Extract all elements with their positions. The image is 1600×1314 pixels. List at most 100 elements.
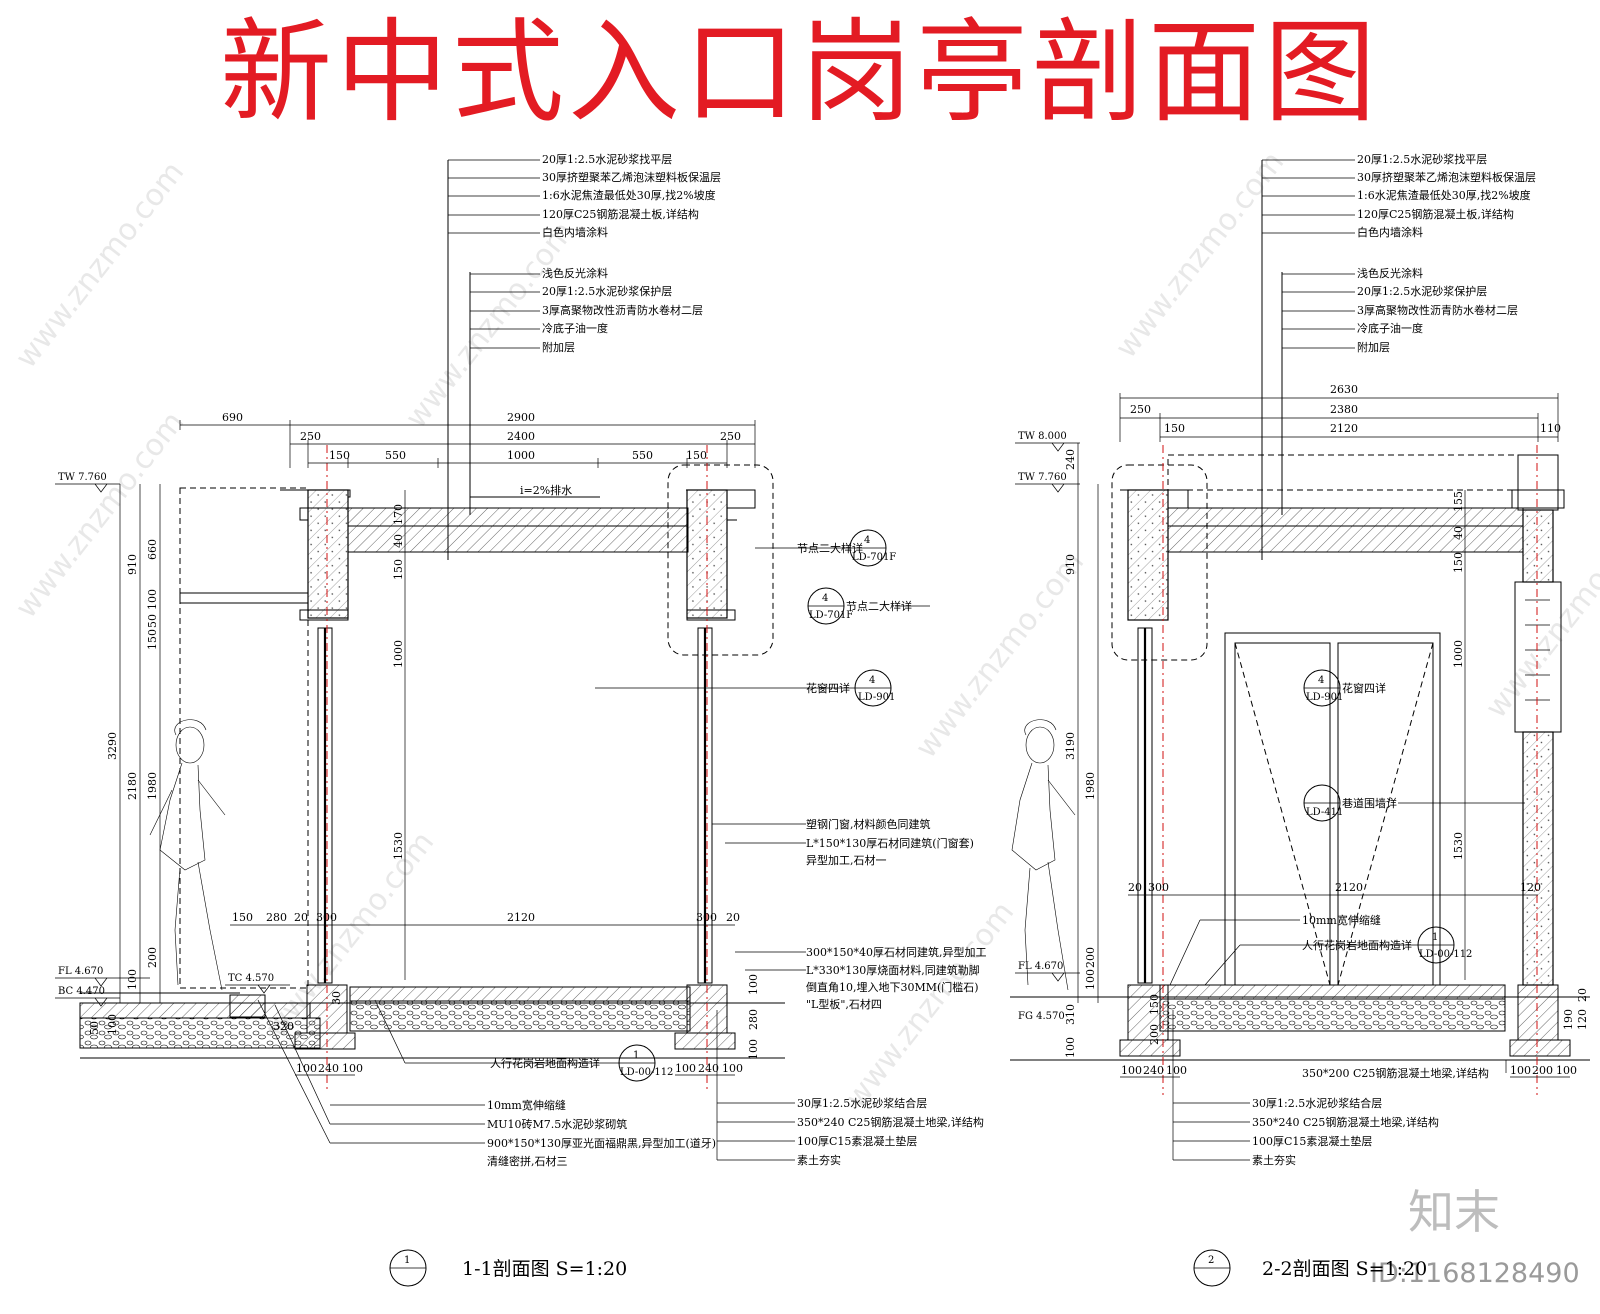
svg-text:LD-701F: LD-701F <box>809 610 853 621</box>
svg-text:100: 100 <box>106 1014 119 1035</box>
parapet-notes-1: 浅色反光涂料 20厚1:2.5水泥砂浆保护层 3厚高聚物改性沥青防水卷材二层 冷… <box>470 266 703 354</box>
watermark-text: www.znzmo.com <box>909 545 1091 765</box>
svg-text:1000: 1000 <box>392 640 405 668</box>
svg-text:BC 4.470: BC 4.470 <box>58 986 105 997</box>
svg-text:1980: 1980 <box>146 772 159 800</box>
image-id: ID:1168128490 <box>1370 1258 1580 1289</box>
svg-text:240: 240 <box>1064 449 1077 470</box>
svg-text:FG 4.570: FG 4.570 <box>1018 1011 1065 1022</box>
caption-2-2: 2-2剖面图 S=1:20 <box>1262 1258 1427 1280</box>
svg-text:40: 40 <box>1452 526 1465 540</box>
svg-text:4: 4 <box>864 535 870 546</box>
svg-text:4: 4 <box>822 593 828 604</box>
svg-text:100: 100 <box>342 1062 363 1075</box>
svg-text:3厚高聚物改性沥青防水卷材二层: 3厚高聚物改性沥青防水卷材二层 <box>1357 303 1518 317</box>
svg-text:LD-901: LD-901 <box>1306 692 1343 703</box>
svg-text:350*240 C25钢筋混凝土地梁,详结构: 350*240 C25钢筋混凝土地梁,详结构 <box>797 1115 984 1129</box>
svg-text:10mm宽伸缩缝: 10mm宽伸缩缝 <box>487 1098 566 1112</box>
svg-text:240: 240 <box>1143 1064 1164 1077</box>
parapet-note: 20厚1:2.5水泥砂浆保护层 <box>542 284 672 298</box>
svg-text:FL 4.670: FL 4.670 <box>1018 961 1063 972</box>
svg-text:120: 120 <box>1576 1009 1589 1030</box>
parapet-note: 3厚高聚物改性沥青防水卷材二层 <box>542 303 703 317</box>
svg-text:240: 240 <box>698 1062 719 1075</box>
roof-note: 1:6水泥焦渣最低处30厚,找2%坡度 <box>542 188 716 202</box>
svg-text:1000: 1000 <box>507 449 535 462</box>
svg-text:200: 200 <box>146 947 159 968</box>
svg-text:LD-00-112: LD-00-112 <box>620 1067 673 1078</box>
svg-text:浅色反光涂料: 浅色反光涂料 <box>1357 266 1423 280</box>
svg-text:100: 100 <box>1556 1064 1577 1077</box>
svg-text:4: 4 <box>869 675 875 686</box>
top-dims-2: 2630 250 2380 150 2120 110 <box>1119 383 1561 442</box>
svg-text:910: 910 <box>126 554 139 575</box>
svg-text:100: 100 <box>747 974 760 995</box>
svg-text:100: 100 <box>126 969 139 990</box>
svg-text:清缝密拼,石材三: 清缝密拼,石材三 <box>487 1154 568 1168</box>
svg-text:150: 150 <box>686 449 707 462</box>
svg-text:FL 4.670: FL 4.670 <box>58 966 103 977</box>
svg-text:320: 320 <box>273 1020 294 1033</box>
svg-text:1: 1 <box>1432 932 1438 943</box>
svg-text:100: 100 <box>1166 1064 1187 1077</box>
svg-text:异型加工,石材一: 异型加工,石材一 <box>806 853 887 867</box>
svg-text:20厚1:2.5水泥砂浆保护层: 20厚1:2.5水泥砂浆保护层 <box>1357 284 1487 298</box>
svg-text:110: 110 <box>1540 422 1561 435</box>
svg-text:190: 190 <box>1562 1009 1575 1030</box>
svg-text:155: 155 <box>1452 491 1465 512</box>
svg-text:120: 120 <box>1520 881 1541 894</box>
svg-text:30厚1:2.5水泥砂浆结合层: 30厚1:2.5水泥砂浆结合层 <box>1252 1096 1382 1110</box>
svg-text:40: 40 <box>392 534 405 548</box>
svg-text:3190: 3190 <box>1064 732 1077 760</box>
svg-text:2180: 2180 <box>126 772 139 800</box>
svg-text:200: 200 <box>1148 1024 1161 1045</box>
svg-text:250: 250 <box>720 430 741 443</box>
svg-text:300: 300 <box>316 911 337 924</box>
svg-text:50: 50 <box>146 614 159 628</box>
svg-text:30: 30 <box>330 991 343 1005</box>
svg-text:1: 1 <box>404 1255 410 1266</box>
svg-text:250: 250 <box>1130 403 1151 416</box>
svg-text:3290: 3290 <box>106 732 119 760</box>
bottom-notes-2: 30厚1:2.5水泥砂浆结合层 350*240 C25钢筋混凝土地梁,详结构 1… <box>1172 1010 1439 1167</box>
inner-dims-1: 170 40 150 1000 1530 <box>392 490 406 980</box>
roof-notes-1: 20厚1:2.5水泥砂浆找平层 30厚挤塑聚苯乙烯泡沫塑料板保温层 1:6水泥焦… <box>448 152 721 239</box>
svg-text:150: 150 <box>232 911 253 924</box>
svg-text:1980: 1980 <box>1084 772 1097 800</box>
svg-text:2: 2 <box>1208 1255 1214 1266</box>
svg-text:L*330*130厚烧面材料,同建筑勒脚: L*330*130厚烧面材料,同建筑勒脚 <box>806 963 980 977</box>
svg-text:巷道围墙详: 巷道围墙详 <box>1342 796 1397 810</box>
svg-text:100: 100 <box>1510 1064 1531 1077</box>
svg-text:附加层: 附加层 <box>1357 340 1390 354</box>
right-dims-2: 155 40 150 1000 1530 <box>1452 490 1466 980</box>
svg-text:2400: 2400 <box>507 430 535 443</box>
svg-text:280: 280 <box>747 1009 760 1030</box>
svg-text:MU10砖M7.5水泥砂浆砌筑: MU10砖M7.5水泥砂浆砌筑 <box>487 1117 627 1131</box>
svg-text:塑钢门窗,材料颜色同建筑: 塑钢门窗,材料颜色同建筑 <box>806 817 931 831</box>
svg-text:人行花岗岩地面构造详: 人行花岗岩地面构造详 <box>490 1056 600 1070</box>
human-figure-icon <box>149 719 226 991</box>
svg-text:200: 200 <box>1532 1064 1553 1077</box>
left-dims-1: 3290 910 2180 660 100 50 150 1980 200 10… <box>106 484 161 1035</box>
svg-text:人行花岗岩地面构造详: 人行花岗岩地面构造详 <box>1302 938 1412 952</box>
svg-text:100厚C15素混凝土垫层: 100厚C15素混凝土垫层 <box>1252 1134 1372 1148</box>
svg-text:10mm宽伸缩缝: 10mm宽伸缩缝 <box>1302 913 1381 927</box>
caption-2: 2 2-2剖面图 S=1:20 <box>1193 1249 1427 1287</box>
svg-text:2630: 2630 <box>1330 383 1358 396</box>
svg-text:350*200 C25钢筋混凝土地梁,详结构: 350*200 C25钢筋混凝土地梁,详结构 <box>1302 1066 1489 1080</box>
svg-text:2900: 2900 <box>507 411 535 424</box>
svg-text:300*150*40厚石材同建筑,异型加工: 300*150*40厚石材同建筑,异型加工 <box>806 945 986 959</box>
svg-text:L*150*130厚石材同建筑(门窗套): L*150*130厚石材同建筑(门窗套) <box>806 836 974 850</box>
svg-text:150: 150 <box>329 449 350 462</box>
parapet-notes-2: 浅色反光涂料 20厚1:2.5水泥砂浆保护层 3厚高聚物改性沥青防水卷材二层 冷… <box>1282 266 1518 354</box>
parapet-note: 浅色反光涂料 <box>542 266 608 280</box>
svg-text:310: 310 <box>1064 1004 1077 1025</box>
human-figure-icon <box>1011 719 1076 991</box>
svg-text:100: 100 <box>1084 969 1097 990</box>
svg-text:节点二大样详: 节点二大样详 <box>797 541 863 555</box>
top-dims-1: 690 2900 250 2400 250 150 550 1000 550 1… <box>179 411 756 468</box>
svg-text:100: 100 <box>296 1062 317 1075</box>
svg-text:690: 690 <box>222 411 243 424</box>
svg-text:1:6水泥焦渣最低处30厚,找2%坡度: 1:6水泥焦渣最低处30厚,找2%坡度 <box>1357 188 1531 202</box>
